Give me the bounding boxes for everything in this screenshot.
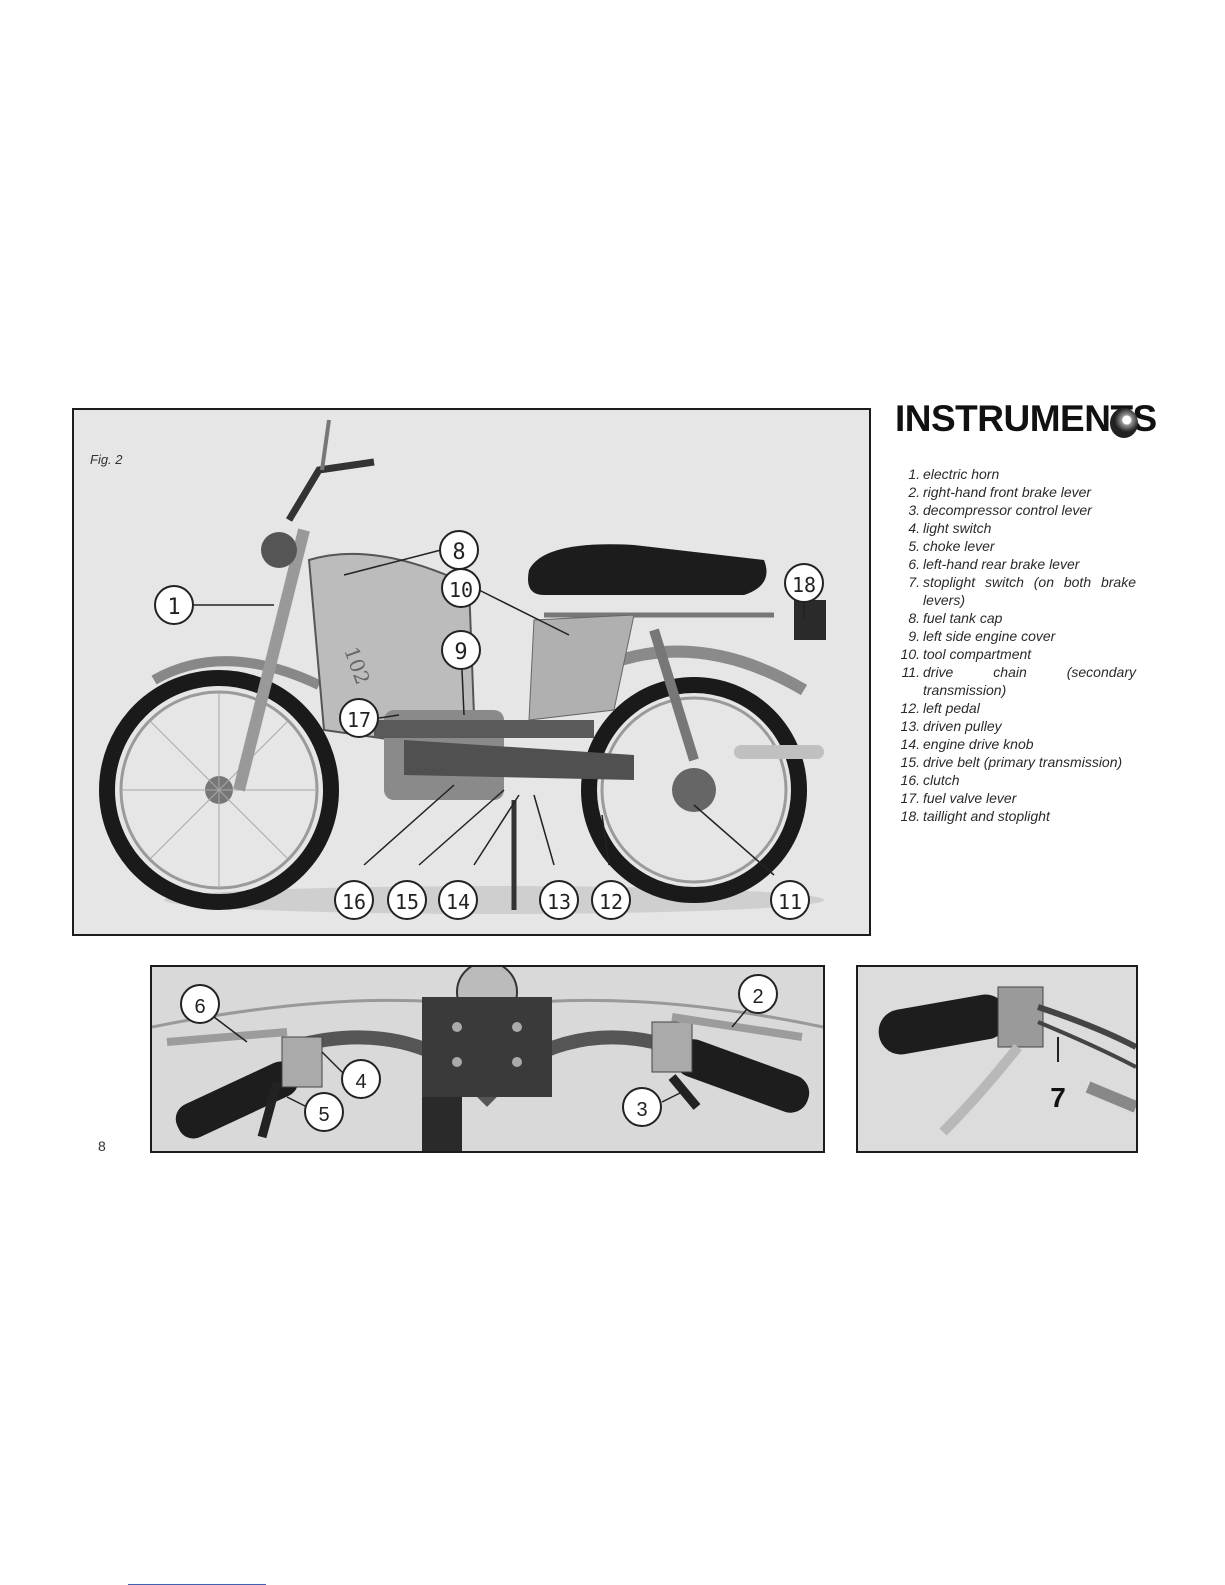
list-item: 8.fuel tank cap	[908, 610, 1003, 626]
moped-illustration: 102	[74, 410, 869, 934]
svg-text:16: 16	[342, 890, 366, 914]
callout-11: 11	[770, 880, 810, 920]
svg-text:15: 15	[395, 890, 419, 914]
list-item: 5.choke lever	[908, 538, 995, 554]
list-item: 3.decompressor control lever	[908, 502, 1092, 518]
handlebar-illustration: 6 4 5 2 3	[152, 967, 823, 1151]
list-item: 18.taillight and stoplight	[900, 808, 1050, 824]
list-item: 12.left pedal	[900, 700, 980, 716]
list-item: 2.right-hand front brake lever	[908, 484, 1092, 500]
list-item: 13.driven pulley	[900, 718, 1002, 734]
callout-10: 10	[441, 568, 481, 608]
svg-text:18: 18	[792, 573, 816, 597]
taillight	[794, 600, 826, 640]
callout-4: 4	[341, 1059, 381, 1099]
list-item: 15.drive belt (primary transmission)	[900, 754, 1123, 770]
callout-6: 6	[180, 984, 220, 1024]
svg-text:4: 4	[355, 1071, 366, 1093]
page-number: 8	[98, 1138, 106, 1154]
callout-15: 15	[387, 880, 427, 920]
moped-figure: 102	[72, 408, 871, 936]
brake-lever-figure: 7	[856, 965, 1138, 1153]
callout-12: 12	[591, 880, 631, 920]
list-item: 16.clutch	[900, 772, 960, 788]
list-item: 1.electric horn	[908, 466, 1000, 482]
printing-blot	[1110, 408, 1138, 438]
svg-text:12: 12	[599, 890, 623, 914]
list-item: 14.engine drive knob	[900, 736, 1034, 752]
front-wheel	[99, 670, 339, 910]
callout-3: 3	[622, 1087, 662, 1127]
callout-17: 17	[339, 698, 379, 738]
handlebar-figure: 6 4 5 2 3	[150, 965, 825, 1153]
svg-text:13: 13	[547, 890, 571, 914]
callout-5: 5	[304, 1092, 344, 1132]
seat	[528, 544, 767, 595]
svg-text:14: 14	[446, 890, 470, 914]
callout-9: 9	[441, 630, 481, 670]
callout-7: 7	[1050, 1082, 1066, 1113]
svg-text:11: 11	[778, 890, 802, 914]
list-item: 10.tool compartment	[900, 646, 1032, 662]
callout-2: 2	[738, 974, 778, 1014]
callout-14: 14	[438, 880, 478, 920]
list-item: 4.light switch	[908, 520, 992, 536]
callouts: 1 8 10 9 17 18 16 15 14 13 12 11	[154, 530, 824, 920]
list-item: 6.left-hand rear brake lever	[908, 556, 1080, 572]
handlebar-callouts: 6 4 5 2 3	[180, 974, 778, 1132]
svg-text:3: 3	[636, 1099, 647, 1121]
figure-label: Fig. 2	[90, 452, 123, 467]
callout-8: 8	[439, 530, 479, 570]
svg-text:6: 6	[194, 996, 205, 1018]
rear-wheel	[581, 677, 807, 903]
list-item: 17.fuel valve lever	[900, 790, 1017, 806]
brake-lever-illustration: 7	[858, 967, 1136, 1151]
callout-16: 16	[334, 880, 374, 920]
callout-18: 18	[784, 563, 824, 603]
list-item: 11.drive chain (secondary transmission)	[901, 664, 1136, 698]
svg-text:1: 1	[167, 595, 180, 620]
svg-text:17: 17	[347, 708, 371, 732]
list-item: 9.left side engine cover	[908, 628, 1056, 644]
svg-text:2: 2	[752, 986, 763, 1008]
callout-1: 1	[154, 585, 194, 625]
parts-list: 1.electric horn 2.right-hand front brake…	[898, 465, 1136, 825]
svg-text:10: 10	[449, 578, 473, 602]
list-item: 7.stoplight switch (on both brake levers…	[908, 574, 1136, 608]
callout-13: 13	[539, 880, 579, 920]
svg-text:8: 8	[452, 540, 465, 565]
svg-text:5: 5	[318, 1104, 329, 1126]
svg-text:9: 9	[454, 640, 467, 665]
